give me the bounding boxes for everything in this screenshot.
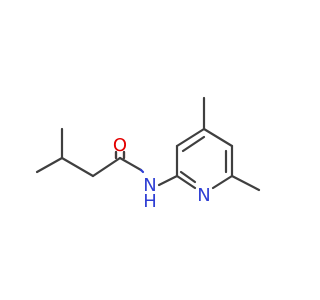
bond-ring-b: [175, 127, 206, 148]
bond-n-hint: [139, 168, 145, 174]
amide-nitrogen-label: N: [143, 175, 156, 196]
molecule-canvas: O N H N: [35, 96, 261, 212]
bond-carbonyl-n: [118, 156, 143, 172]
bond-methyl-left: [35, 156, 64, 174]
bond-ring-f: [175, 174, 197, 190]
bond-ring-e: [211, 174, 234, 190]
bond-ring-c: [202, 127, 234, 148]
bond-n-pyridine: [157, 174, 179, 187]
amide-hydrogen-label: H: [143, 191, 157, 212]
bond-ch2-carbonyl: [91, 156, 122, 178]
bond-right-methyl: [230, 174, 261, 192]
bond-ring-b-inner: [181, 135, 206, 153]
pyridine-nitrogen-label: N: [197, 185, 210, 206]
bond-ring-f-inner: [179, 170, 197, 184]
bond-branch-ch2: [60, 156, 95, 178]
oxygen-label: O: [113, 135, 127, 156]
molecule-structure: O N H N: [35, 96, 261, 212]
